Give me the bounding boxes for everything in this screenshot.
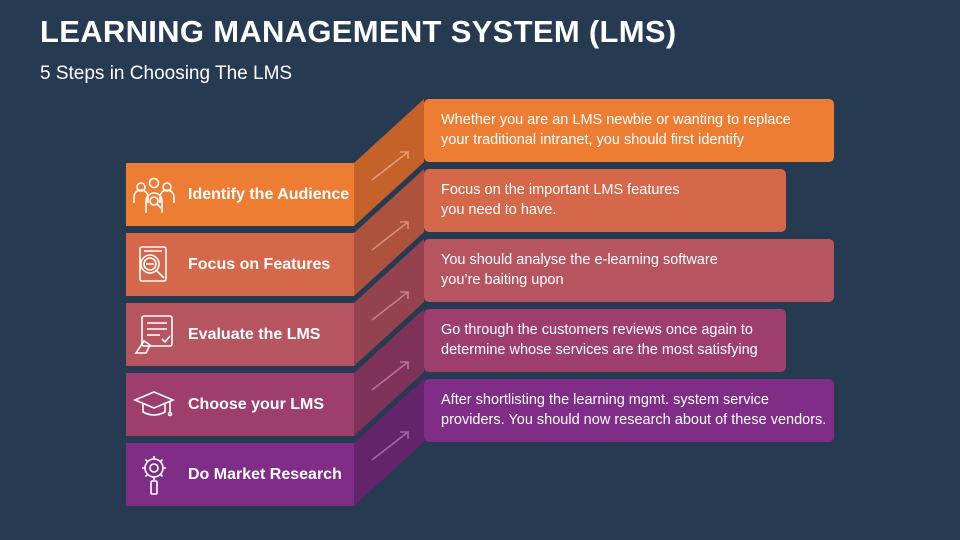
arrow-icon-1 (371, 151, 409, 181)
desc-bar-2 (424, 169, 786, 232)
description-line: Whether you are an LMS newbie or wanting… (441, 112, 791, 128)
description-line: You should analyse the e-learning softwa… (441, 252, 718, 268)
step-description-4: Go through the customers reviews once ag… (441, 320, 758, 360)
step-description-5: After shortlisting the learning mgmt. sy… (441, 390, 826, 430)
connector-4 (354, 309, 424, 436)
step-label-choose-lms: Choose your LMS (188, 395, 325, 413)
arrow-icon-4 (371, 361, 409, 391)
audience-icon (133, 177, 175, 213)
step-block-1 (126, 163, 354, 226)
description-line: Focus on the important LMS features (441, 182, 680, 198)
step-label-market-research: Do Market Research (188, 465, 342, 483)
connector-2 (354, 169, 424, 296)
description-line: Go through the customers reviews once ag… (441, 322, 753, 338)
graduation-cap-icon (132, 391, 176, 417)
connector-5 (354, 379, 424, 506)
description-line: you need to have. (441, 202, 557, 218)
step-label-evaluate-lms: Evaluate the LMS (188, 325, 321, 343)
arrow-icon-2 (371, 221, 409, 251)
evaluate-checklist-icon (134, 315, 173, 354)
step-description-2: Focus on the important LMS features you … (441, 180, 680, 220)
description-line: you’re baiting upon (441, 272, 564, 288)
description-line: determine whose services are the most sa… (441, 342, 758, 358)
step-description-3: You should analyse the e-learning softwa… (441, 250, 718, 290)
description-line: your traditional intranet, you should fi… (441, 132, 745, 148)
page-title: LEARNING MANAGEMENT SYSTEM (LMS) (40, 14, 677, 49)
description-line: providers. You should now research about… (441, 412, 827, 428)
connector-3 (354, 239, 424, 366)
step-block-2 (126, 233, 354, 296)
arrow-icon-3 (371, 291, 409, 321)
desc-bar-3 (424, 239, 834, 302)
description-line: After shortlisting the learning mgmt. sy… (441, 392, 769, 408)
step-block-3 (126, 303, 354, 366)
page-subtitle: 5 Steps in Choosing The LMS (40, 63, 293, 84)
desc-bar-5 (424, 379, 834, 442)
desc-bar-1 (424, 99, 834, 162)
step-label-identify-audience: Identify the Audience (188, 185, 350, 203)
connector-1 (354, 99, 424, 226)
research-gear-icon (142, 456, 166, 495)
step-block-5 (126, 443, 354, 506)
arrow-icon-5 (371, 431, 409, 461)
magnifier-document-icon (139, 246, 167, 282)
step-label-focus-features: Focus on Features (188, 255, 331, 273)
desc-bar-4 (424, 309, 786, 372)
step-description-1: Whether you are an LMS newbie or wanting… (441, 110, 791, 150)
